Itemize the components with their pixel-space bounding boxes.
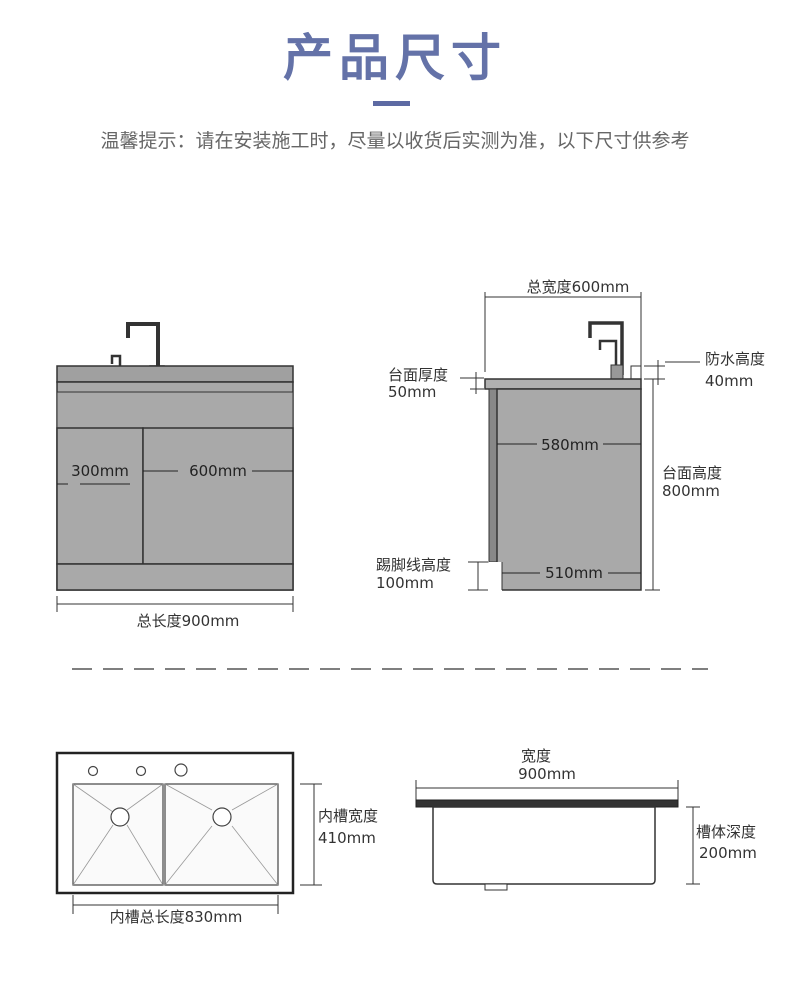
base-depth-label: 510mm [545,564,603,582]
right-door-width: 600mm [189,462,247,480]
counter-thickness-value: 50mm [388,383,436,401]
sink-width-value: 900mm [518,765,576,783]
front-view-cabinet: 300mm 600mm 总长度900mm [56,322,294,630]
inner-width-label: 内槽宽度 [318,807,378,825]
counter-height-label: 台面高度 [662,464,722,482]
sink-width-label: 宽度 [521,747,551,765]
inner-depth-label: 580mm [541,436,599,454]
kick-height-value: 100mm [376,574,434,592]
splash-height-value: 40mm [705,372,753,390]
drain-pipe-icon [484,883,508,891]
splash-height-label: 防水高度 [705,350,765,368]
drain-icon [212,807,232,827]
inner-width-value: 410mm [318,829,376,847]
left-door-width: 300mm [71,462,129,480]
counter-height-value: 800mm [662,482,720,500]
side-faucet-icon [588,321,624,375]
tip-text: 温馨提示：请在安装施工时，尽量以收货后实测为准，以下尺寸供参考 [100,130,690,152]
tap-hole-icon [87,765,99,777]
total-width-label: 总宽度600mm [527,278,630,296]
total-length-label: 总长度900mm [137,612,240,630]
kick-height-label: 踢脚线高度 [376,556,451,574]
tap-hole-icon [174,763,188,777]
drain-icon [110,807,130,827]
sink-top-view: 内槽宽度 410mm 内槽总长度830mm [55,751,378,926]
page-title: 产品尺寸 [283,29,507,87]
side-view-cabinet: 总宽度600mm 580mm 510mm 台面厚度 50mm 防水高度 [376,278,765,592]
counter-thickness-label: 台面厚度 [388,366,448,384]
sink-depth-value: 200mm [699,844,757,862]
faucet-icon [126,322,160,368]
sink-side-view: 宽度 900mm 槽体深度 200mm [415,747,757,891]
title-underline [373,101,410,106]
inner-length-label: 内槽总长度830mm [110,908,243,926]
sink-depth-label: 槽体深度 [696,823,756,841]
tap-hole-icon [135,765,147,777]
